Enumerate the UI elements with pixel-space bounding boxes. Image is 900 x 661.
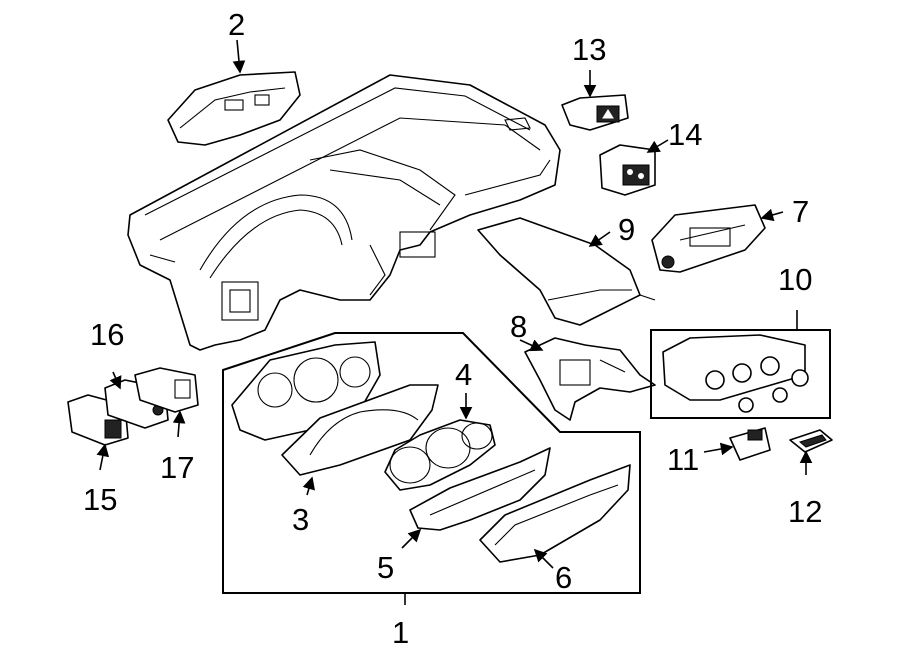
cluster-group-box (222, 332, 641, 594)
callout-7: 7 (792, 194, 809, 229)
part-7-control-unit[interactable] (651, 204, 766, 273)
part-5-lens[interactable] (409, 447, 551, 531)
callout-13: 13 (572, 32, 606, 67)
callout-4: 4 (455, 357, 472, 392)
part-14-switch-assembly[interactable] (599, 144, 656, 196)
part-10-control-box[interactable] (650, 329, 831, 419)
callout-17: 17 (160, 450, 194, 485)
part-11-knob-housing[interactable] (729, 427, 771, 461)
callout-10: 10 (778, 262, 812, 297)
part-12-clip[interactable] (789, 429, 833, 453)
callout-1: 1 (392, 615, 409, 650)
callout-8: 8 (510, 309, 527, 344)
part-13-hazard-switch[interactable] (561, 94, 629, 131)
callout-6: 6 (555, 560, 572, 595)
callout-11: 11 (667, 442, 699, 477)
callout-14: 14 (668, 117, 702, 152)
callout-5: 5 (377, 550, 394, 585)
part-8-bracket[interactable] (524, 337, 656, 421)
callout-3: 3 (292, 502, 309, 537)
instrument-panel-shell (127, 74, 561, 351)
part-3-cluster[interactable] (231, 341, 439, 476)
part-9-trim-panel[interactable] (477, 217, 656, 326)
part-4-lens-ring[interactable] (384, 419, 496, 491)
callout-15: 15 (83, 482, 117, 517)
callout-2: 2 (228, 7, 245, 42)
callout-16: 16 (90, 317, 124, 352)
part-17-switch[interactable] (134, 367, 199, 413)
callout-9: 9 (618, 212, 635, 247)
callout-12: 12 (788, 494, 822, 529)
part-2-upper-module[interactable] (167, 71, 301, 146)
part-6-bezel[interactable] (479, 464, 631, 563)
